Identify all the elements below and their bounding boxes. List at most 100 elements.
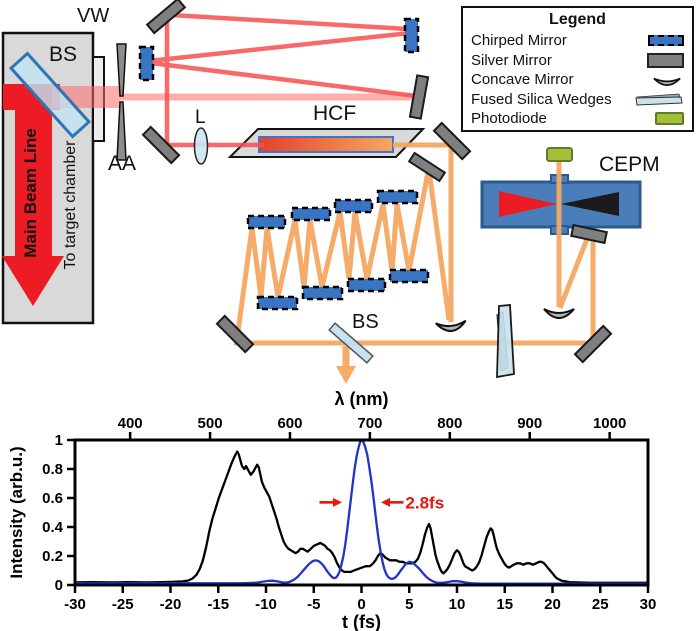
bottom-tick-label: -20 (160, 596, 182, 613)
cepm-black-cone (561, 192, 619, 216)
hollow-core-fiber (227, 128, 426, 158)
bottom-tick-label: 10 (449, 596, 466, 613)
pickoff-beam-splitter-label: BS (352, 311, 379, 333)
silver-mirror (145, 0, 187, 35)
orange-beams (234, 142, 598, 368)
to-target-chamber-label: To target chamber (62, 140, 79, 270)
main-beam-arrow-shaft (15, 100, 52, 257)
bottom-tick-label: -30 (64, 596, 86, 613)
hcf-capillary (258, 136, 394, 153)
legend-item-label: Fused Silica Wedges (471, 90, 612, 108)
y-tick-label: 1 (55, 432, 63, 449)
main-beam-arrow-head (2, 256, 64, 306)
cepm-red-cone (499, 191, 557, 217)
bottom-tick-label: 25 (592, 596, 609, 613)
chirped-mirror-icon (648, 35, 684, 47)
bottom-tick-label: -25 (112, 596, 134, 613)
silver-mirror (573, 324, 613, 364)
vacuum-window-label: VW (77, 5, 110, 27)
series-pulse (75, 438, 648, 585)
top-tick-label: 800 (437, 415, 462, 432)
chirped-mirror (376, 189, 419, 205)
top-tick-label: 900 (517, 415, 542, 432)
bottom-axis-title: t (fs) (342, 612, 381, 631)
legend-item-label: Concave Mirror (471, 71, 574, 89)
legend-item-label: Chirped Mirror (471, 32, 567, 50)
legend-title: Legend (549, 11, 606, 28)
silver-mirror (570, 223, 608, 245)
legend-item: Photodiode (471, 109, 684, 129)
bottom-tick-label: -10 (255, 596, 277, 613)
aperture-label: AA (108, 152, 137, 175)
optical-setup-diagram (1, 0, 642, 384)
top-tick-label: 700 (357, 415, 382, 432)
chirped-mirror (301, 285, 344, 301)
legend: Legend Chirped Mirror Silver Mirror Conc… (461, 6, 694, 132)
annotation-arrow-right-head (332, 497, 342, 507)
silver-mirror (141, 125, 181, 165)
fused-silica-wedges (496, 304, 515, 379)
axes-frame (73, 438, 650, 587)
legend-item: Silver Mirror (471, 51, 684, 71)
silver-mirror (408, 74, 430, 120)
bottom-tick-label: -15 (207, 596, 229, 613)
y-tick-label: 0.6 (42, 490, 63, 507)
chirped-mirror (333, 198, 374, 214)
photodiode-icon (655, 112, 684, 126)
y-tick-label: 0.8 (42, 461, 63, 478)
main-beam-splitter (8, 51, 92, 139)
legend-item-label: Photodiode (471, 110, 547, 128)
pickoff-arrow-head (336, 366, 356, 384)
top-axis-title: λ (nm) (335, 389, 389, 409)
legend-item: Fused Silica Wedges (471, 90, 684, 110)
y-axis-title: Intensity (arb.u.) (7, 446, 26, 578)
beam-splitter-label: BS (49, 43, 78, 66)
top-tick-label: 400 (118, 415, 143, 432)
legend-item: Chirped Mirror (471, 31, 684, 51)
photodiode (546, 147, 573, 162)
chirped-mirror-zigzag-beam (235, 166, 432, 333)
chirped-mirror (403, 17, 420, 54)
hcf-label: HCF (313, 102, 357, 125)
bottom-tick-label: 20 (544, 596, 561, 613)
chirped-mirrors (138, 17, 430, 311)
silver-mirror (407, 151, 447, 183)
legend-item: Concave Mirror (471, 70, 684, 90)
concave-mirror-icon (650, 72, 684, 87)
bottom-tick-label: 15 (496, 596, 513, 613)
pulse-duration-annotation: 2.8fs (405, 493, 444, 512)
main-beam-line-label: Main Beam Line (21, 128, 40, 258)
chirped-mirror (138, 45, 155, 82)
focusing-lens (193, 127, 209, 165)
y-tick-label: 0 (55, 577, 63, 594)
series-spectrum (74, 450, 648, 584)
chirped-mirror (346, 277, 387, 293)
cepm-label: CEPM (599, 153, 660, 176)
red-beams (2, 12, 417, 306)
silver-mirror-icon (647, 52, 684, 68)
chirped-mirror (246, 214, 287, 230)
y-tick-label: 0.2 (42, 548, 63, 565)
top-tick-label: 500 (198, 415, 223, 432)
bottom-tick-label: 0 (357, 596, 365, 613)
pickoff-beam-splitter (328, 322, 374, 364)
chirped-mirror (290, 206, 332, 222)
bottom-tick-label: -5 (307, 596, 320, 613)
chirped-mirror (388, 268, 430, 284)
top-tick-label: 600 (277, 415, 302, 432)
silver-mirrors (141, 0, 613, 364)
silver-mirror (215, 314, 255, 354)
adjustable-aperture (116, 43, 127, 161)
lens-label: L (195, 107, 206, 128)
fused-silica-wedges-icon (634, 93, 684, 106)
y-tick-label: 0.4 (42, 519, 64, 536)
transmitted-beam-thin (120, 93, 416, 101)
bottom-tick-label: 30 (640, 596, 657, 613)
legend-item-label: Silver Mirror (471, 51, 552, 69)
chirped-mirror (256, 295, 299, 311)
annotation-arrow-left-head (381, 497, 391, 507)
silver-mirror (432, 121, 472, 161)
concave-mirror (435, 319, 467, 332)
